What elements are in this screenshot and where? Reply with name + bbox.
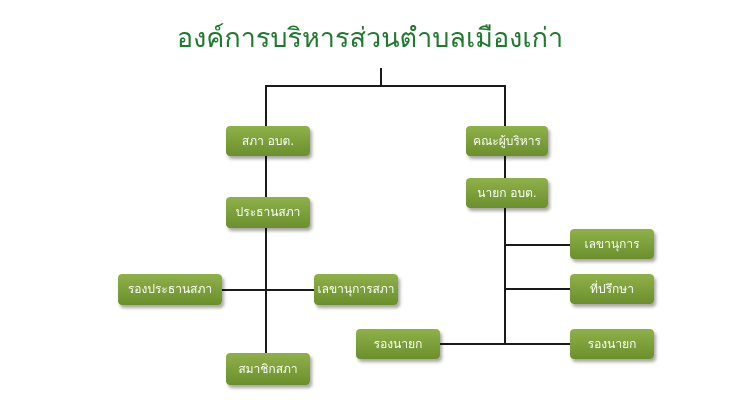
connector [380, 68, 382, 86]
box-advisor: ที่ปรึกษา [570, 274, 654, 304]
box-vice-chair: รองประธานสภา [118, 274, 222, 305]
box-deputy-mayor-left: รองนายก [356, 329, 440, 359]
box-deputy-mayor-right: รองนายก [570, 329, 654, 359]
box-council-secretary: เลขานุการสภา [314, 274, 398, 305]
box-council-chair: ประธานสภา [226, 197, 310, 228]
connector [504, 85, 506, 345]
chart-title: องค์การบริหารส่วนตำบลเมืองเก่า [176, 23, 564, 54]
connector [265, 85, 506, 87]
box-mayor: นายก อบต. [466, 178, 548, 208]
box-secretary: เลขานุการ [570, 229, 654, 259]
box-executives: คณะผู้บริหาร [466, 126, 548, 156]
box-council-member: สมาชิกสภา [226, 353, 310, 385]
connector [505, 288, 570, 290]
connector [440, 343, 570, 345]
connector [222, 289, 314, 291]
connector [505, 244, 570, 246]
box-council: สภา อบต. [226, 126, 310, 156]
